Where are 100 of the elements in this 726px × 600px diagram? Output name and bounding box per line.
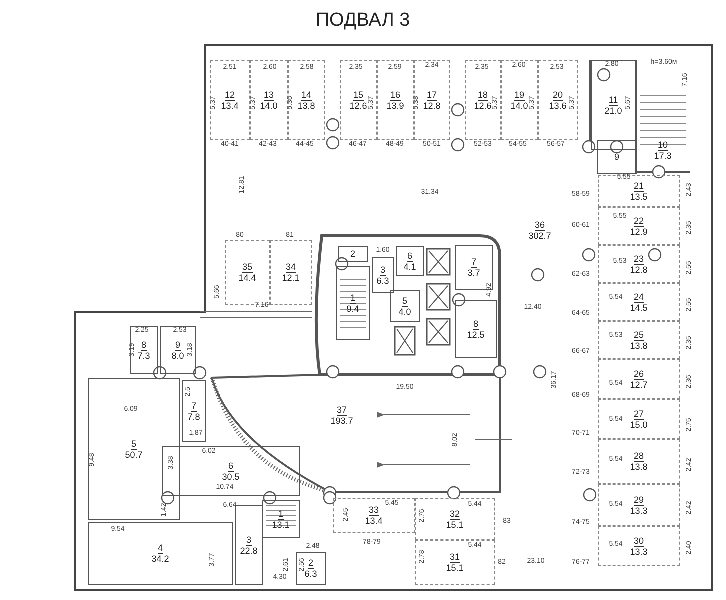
- parking-space: [598, 359, 680, 399]
- room: [235, 505, 263, 585]
- parking-space: [598, 245, 680, 283]
- room-area: 13.4: [365, 516, 383, 526]
- room-area: 302.7: [528, 230, 552, 240]
- room-number: 21: [634, 180, 644, 192]
- room-area: 30.5: [222, 472, 240, 482]
- parking-space: [598, 175, 680, 207]
- room: [182, 380, 206, 442]
- room: [396, 246, 424, 276]
- room-number: 1: [278, 508, 284, 520]
- parking-space: [598, 439, 680, 484]
- room-number: 25: [634, 330, 644, 340]
- room-number: 8: [141, 340, 146, 350]
- room-number: 9: [614, 152, 620, 162]
- parking-space: [377, 60, 414, 140]
- room: [597, 140, 637, 174]
- parking-space: [340, 60, 377, 140]
- room-number: 19: [514, 90, 524, 100]
- room: [160, 326, 196, 374]
- parking-space: [501, 60, 538, 140]
- room-number: 31: [450, 552, 460, 563]
- room-number: 6: [407, 250, 412, 262]
- room-area: 13.1: [272, 520, 290, 530]
- room-area: 13.3: [630, 506, 648, 516]
- room-area: 12.6: [474, 100, 492, 110]
- parking-space: [598, 321, 680, 359]
- room-area: 7.8: [188, 412, 200, 422]
- room-number: 18: [478, 90, 488, 100]
- parking-space: [415, 498, 495, 540]
- room-number: 2: [350, 249, 356, 259]
- parking-space: [465, 60, 501, 140]
- parking-space: [270, 240, 312, 305]
- room: [336, 266, 370, 340]
- room-area: 12.6: [350, 100, 368, 110]
- room-number: 14: [301, 90, 312, 100]
- room-area: 13.5: [630, 192, 648, 202]
- room-number: 15: [353, 90, 364, 100]
- room-number: 13: [264, 90, 274, 100]
- room-number: 36: [534, 220, 545, 230]
- parking-space: [288, 60, 325, 140]
- room-area: 14.0: [260, 100, 278, 110]
- room-area: 13.8: [630, 462, 648, 472]
- room-area: 193.7: [330, 416, 354, 426]
- room-number: 23: [634, 254, 644, 264]
- room-area: 13.4: [221, 100, 239, 110]
- room-area: 15.1: [446, 563, 464, 573]
- room-number: 3: [380, 264, 386, 276]
- parking-space: [538, 60, 578, 140]
- room-number: 1: [350, 292, 356, 304]
- parking-space: [210, 60, 250, 140]
- room-number: 37: [336, 404, 347, 416]
- room: [296, 552, 326, 585]
- parking-space: [598, 484, 680, 526]
- room-number: 11: [608, 94, 618, 106]
- room: [262, 500, 300, 538]
- room-area: 12.8: [423, 100, 441, 110]
- room-area: 14.4: [238, 273, 256, 283]
- floor-title: ПОДВАЛ 3: [314, 10, 412, 32]
- room-area: 15.0: [630, 420, 648, 430]
- parking-space: [415, 540, 495, 585]
- parking-space: [598, 283, 680, 321]
- room: [455, 300, 497, 358]
- room-area: 6.3: [376, 276, 390, 286]
- room-area: 22.8: [240, 546, 258, 556]
- room-number: 10: [658, 140, 668, 150]
- room: [88, 378, 180, 520]
- room-area: 4.1: [404, 262, 416, 272]
- room-area: 12.8: [630, 264, 648, 274]
- parking-space: [598, 526, 680, 566]
- parking-space: [598, 399, 680, 439]
- room-area: 6.3: [304, 569, 318, 579]
- elevator-shaft: [426, 283, 451, 311]
- room-area: 7.3: [138, 350, 150, 360]
- elevator-shaft: [394, 326, 416, 356]
- room-area: 13.8: [630, 340, 648, 350]
- room-number: 8: [473, 318, 478, 330]
- parking-space: [414, 60, 450, 140]
- room-area: 34.2: [152, 554, 170, 564]
- room-number: 7: [471, 257, 476, 268]
- room-number: 28: [634, 451, 644, 462]
- parking-space: [333, 498, 415, 533]
- room-area: 8.0: [172, 350, 184, 360]
- room-number: 17: [426, 90, 437, 100]
- room-number: 26: [634, 368, 644, 380]
- room-area: 12.1: [282, 273, 300, 283]
- room-area: 12.5: [467, 330, 485, 340]
- room-area: 13.8: [298, 100, 316, 110]
- elevator-shaft: [426, 318, 451, 346]
- room-number: 20: [552, 90, 563, 100]
- room-area: 14.5: [630, 302, 648, 312]
- room-number: 22: [634, 216, 644, 226]
- room-area: 17.3: [654, 150, 672, 160]
- room-number: 35: [242, 262, 252, 273]
- room-number: 30: [634, 536, 644, 546]
- room-number: 4: [158, 543, 163, 554]
- room-number: 24: [634, 292, 644, 302]
- room-number: 29: [634, 494, 644, 506]
- room-area: 12.7: [630, 380, 648, 390]
- room-number: 27: [634, 408, 644, 420]
